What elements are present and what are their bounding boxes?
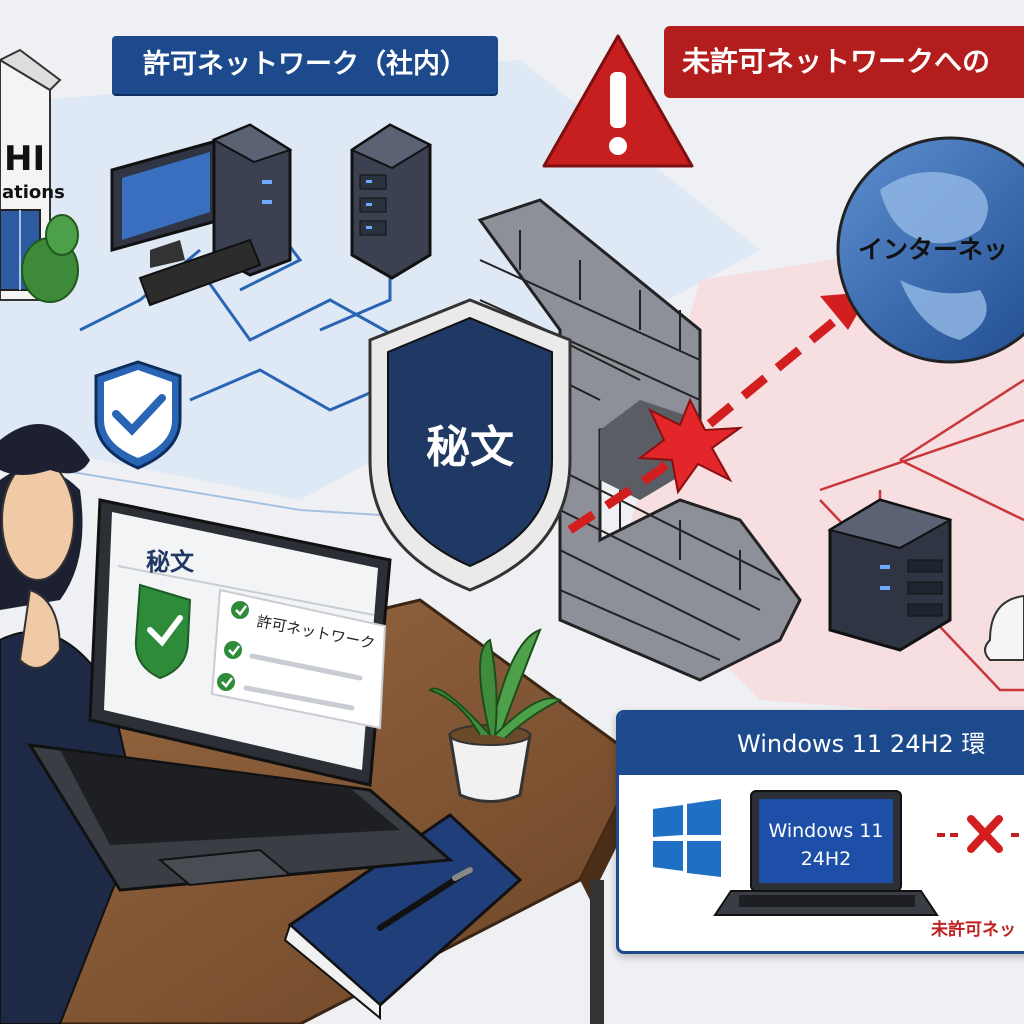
desktop-computer [110,123,293,307]
windows-laptop-line1: Windows 11 [768,820,883,842]
warning-triangle-icon [542,34,694,168]
internet-label: インターネッ [858,235,1008,264]
windows-laptop-line2: 24H2 [801,848,852,870]
building-sign-line-0: HI [4,139,45,179]
secret-shield-icon [368,298,572,592]
windows-panel-title: Windows 11 24H2 環 [619,713,1024,775]
cloud-icon [984,594,1024,661]
windows-blocked-label: 未許可ネッ [931,920,1016,940]
potted-plant [428,628,563,803]
shield-check-icon [94,360,182,470]
notebook [283,813,523,1021]
building-sign-line1: HI ations [2,139,65,203]
unauthorized-network-title: 未許可ネットワークへの [664,26,1024,98]
windows-laptop-icon [713,790,939,916]
shield-label: 秘文 [426,422,514,473]
building-sign-line-1: ations [2,182,65,203]
laptop-app-name: 秘文 [146,548,195,576]
globe-icon [836,136,1024,364]
unauthorized-server [827,498,953,652]
windows-panel-graphics: Windows 11 24H2 [653,790,1024,916]
server-rack [349,123,433,280]
allowed-network-title: 許可ネットワーク（社内） [112,36,498,94]
laptop-screen-app [117,565,387,730]
office-building [0,48,79,303]
blocked-x-icon [937,815,1024,853]
collision-burst-icon [637,397,744,495]
windows-environment-panel: Windows 11 24H2 環 Windows 11 24H2 未許可ネッ [616,710,1024,954]
windows-logo-icon [653,799,721,877]
